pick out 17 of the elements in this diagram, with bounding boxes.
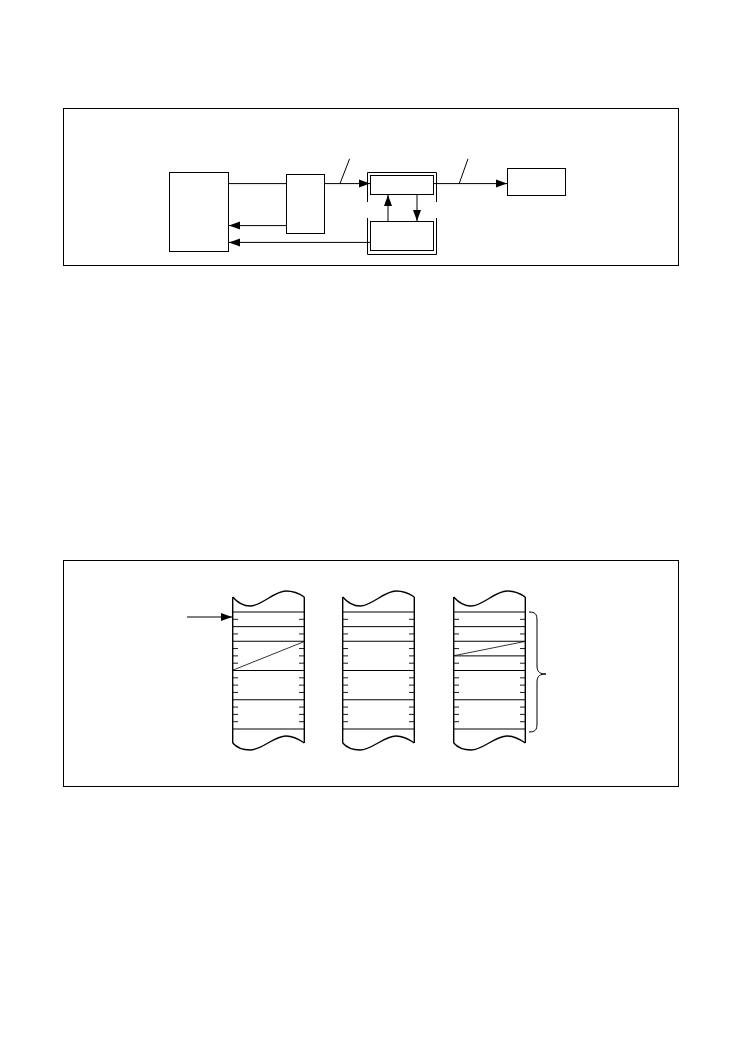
arrow [384,194,392,222]
block-box [169,172,229,252]
memory-column [232,590,305,751]
memory-column [453,590,526,751]
arrow [433,179,508,188]
register-box [370,175,434,195]
block-box [286,174,325,234]
arrow [228,238,371,247]
arrow [413,194,421,222]
arrow [228,221,287,230]
memory-column [342,590,415,751]
arrow [186,613,233,621]
register-box [370,221,434,251]
arrow [324,179,371,188]
register-frame [367,172,437,255]
connector-line [228,183,287,185]
block-box [507,168,566,196]
